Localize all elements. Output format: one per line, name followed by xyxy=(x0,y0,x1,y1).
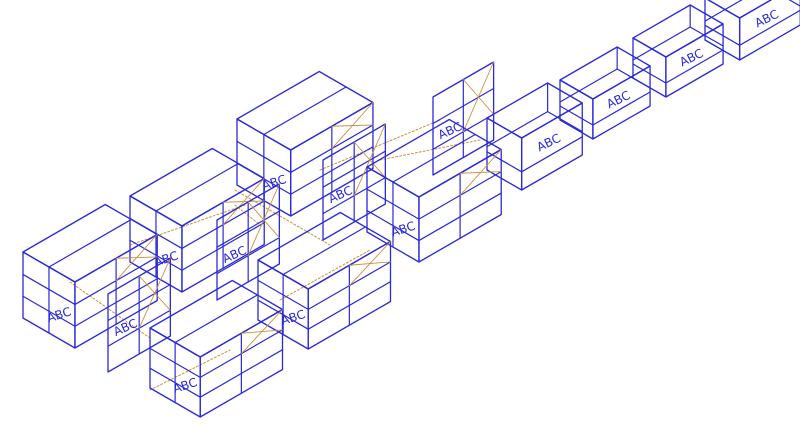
box-label: ABC xyxy=(604,88,632,111)
shelf-line xyxy=(486,151,523,173)
inner-edge xyxy=(616,68,651,89)
inner-edge xyxy=(547,110,583,133)
box-8: ABC xyxy=(216,183,281,301)
box-5: ABC xyxy=(322,123,387,241)
inner-edge xyxy=(788,0,800,7)
box-10: ABC xyxy=(432,61,495,176)
box-rim xyxy=(632,4,724,58)
top-divider xyxy=(155,162,239,212)
shelf-line xyxy=(521,136,583,173)
box-right-face xyxy=(520,102,583,191)
shelf-line xyxy=(665,49,724,84)
top-divider xyxy=(263,86,347,136)
shelf-line xyxy=(559,105,594,126)
box-rim xyxy=(707,0,773,19)
box-6: ABC xyxy=(257,211,392,350)
box-12: ABC xyxy=(559,46,651,140)
box-13: ABC xyxy=(632,4,724,98)
cross-mark xyxy=(331,124,374,127)
top-divider xyxy=(174,294,258,344)
box-label: ABC xyxy=(436,119,464,142)
box-7: ABC xyxy=(366,118,502,263)
cross-mark xyxy=(222,200,265,203)
inner-edge xyxy=(559,68,618,103)
box-label: ABC xyxy=(326,183,354,206)
box-right-face xyxy=(592,65,651,140)
cross-mark xyxy=(353,141,386,179)
dashed-guide xyxy=(69,281,151,339)
box-2: ABC xyxy=(129,147,265,293)
dashed-guide xyxy=(279,249,371,301)
shelf-line xyxy=(704,24,741,46)
box-rim xyxy=(559,46,651,100)
box-label: ABC xyxy=(677,46,705,69)
cross-mark xyxy=(240,329,283,334)
box-label: ABC xyxy=(753,7,781,30)
top-divider xyxy=(282,226,366,276)
cross-mark xyxy=(247,201,280,239)
cross-mark xyxy=(462,79,495,115)
cross-mark xyxy=(348,261,391,266)
dashed-guide xyxy=(234,204,261,226)
top-divider xyxy=(392,133,476,183)
box-label: ABC xyxy=(220,243,248,266)
shelf-line xyxy=(739,9,800,46)
cross-mark xyxy=(115,256,158,259)
box-right-face xyxy=(738,0,800,61)
inner-edge xyxy=(689,26,724,47)
shelf-line xyxy=(592,91,651,126)
cross-mark xyxy=(138,275,171,311)
dashed-guide xyxy=(129,204,246,246)
dashed-guide xyxy=(149,349,231,391)
inner-edge xyxy=(632,26,691,61)
cross-mark xyxy=(459,171,502,174)
dashed-guide xyxy=(319,119,441,171)
inner-edge xyxy=(704,0,743,22)
dashed-guide xyxy=(234,189,331,246)
box-14: ABC xyxy=(704,0,800,61)
inner-edge xyxy=(486,110,549,148)
top-divider xyxy=(48,218,132,268)
box-right-face xyxy=(665,23,724,98)
